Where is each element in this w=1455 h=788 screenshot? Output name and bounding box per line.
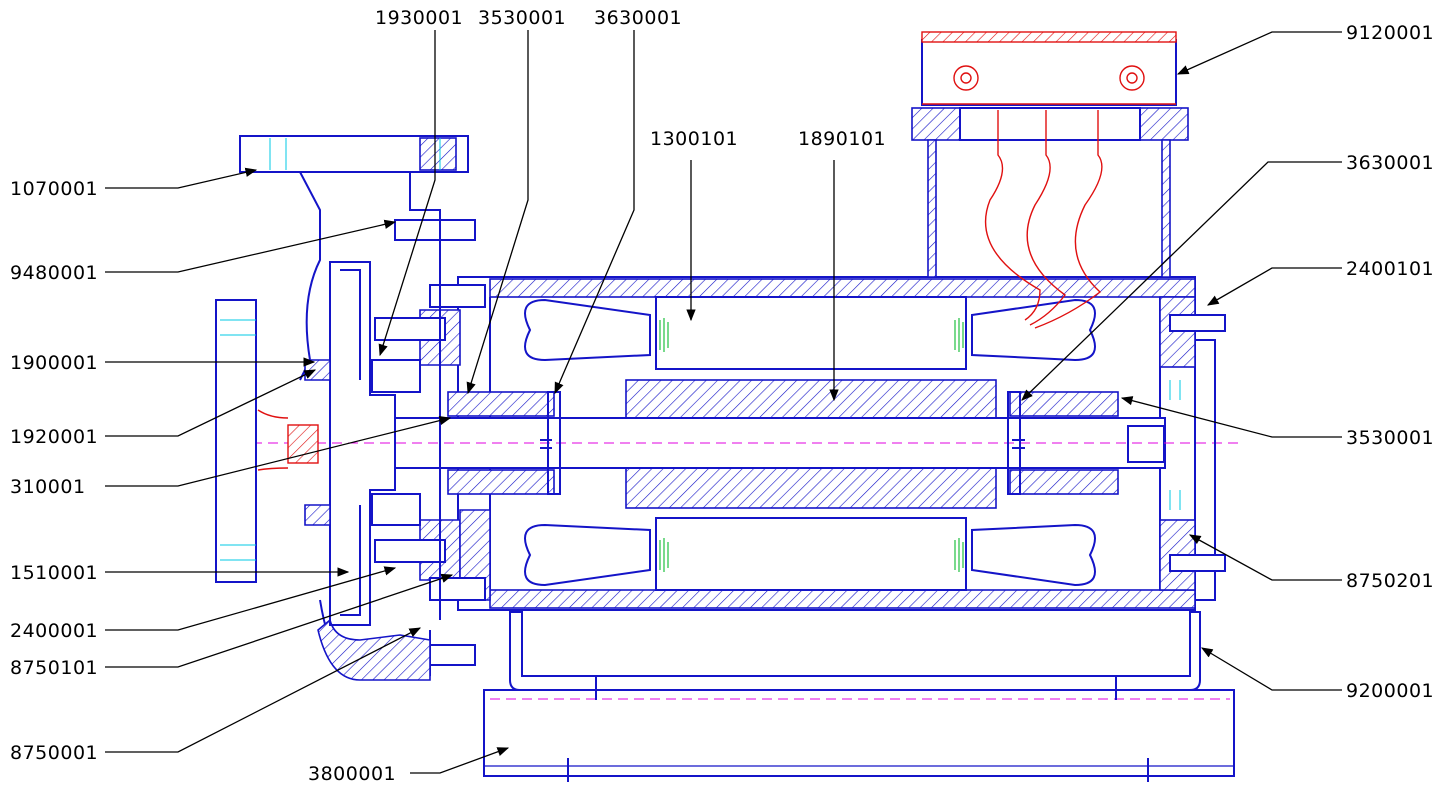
shaft [220,417,1240,469]
label-1920001: 1920001 [10,426,98,448]
label-2400101: 2400101 [1346,258,1434,280]
label-1930001: 1930001 [375,7,463,29]
motor-foot-frame [509,611,1201,700]
label-8750001: 8750001 [10,742,98,764]
label-2400001: 2400001 [10,620,98,642]
label-3630001-top: 3630001 [594,7,682,29]
label-1070001: 1070001 [10,178,98,200]
label-8750201: 8750201 [1346,570,1434,592]
label-3530001-right: 3530001 [1346,427,1434,449]
label-9200001: 9200001 [1346,680,1434,702]
end-windings [524,298,1096,587]
label-1890101: 1890101 [798,128,886,150]
base-plate [483,689,1235,782]
rear-cover [1169,314,1226,601]
stator-core [655,296,967,591]
label-9120001: 9120001 [1346,22,1434,44]
pump-casing [215,135,469,681]
labels: 1070001 9480001 1900001 1920001 310001 1… [10,7,1434,785]
label-8750101: 8750101 [10,657,98,679]
label-9480001: 9480001 [10,262,98,284]
impeller-nut [257,409,319,471]
label-3530001-top: 3530001 [478,7,566,29]
terminal-box [911,31,1189,329]
bearing-rear [1007,391,1119,495]
leader-lines [105,30,1342,774]
label-3800001: 3800001 [308,763,396,785]
label-1900001: 1900001 [10,352,98,374]
label-1300101: 1300101 [650,128,738,150]
label-310001: 310001 [10,476,86,498]
label-1510001: 1510001 [10,562,98,584]
bearing-front [447,391,561,495]
label-3630001-right: 3630001 [1346,152,1434,174]
